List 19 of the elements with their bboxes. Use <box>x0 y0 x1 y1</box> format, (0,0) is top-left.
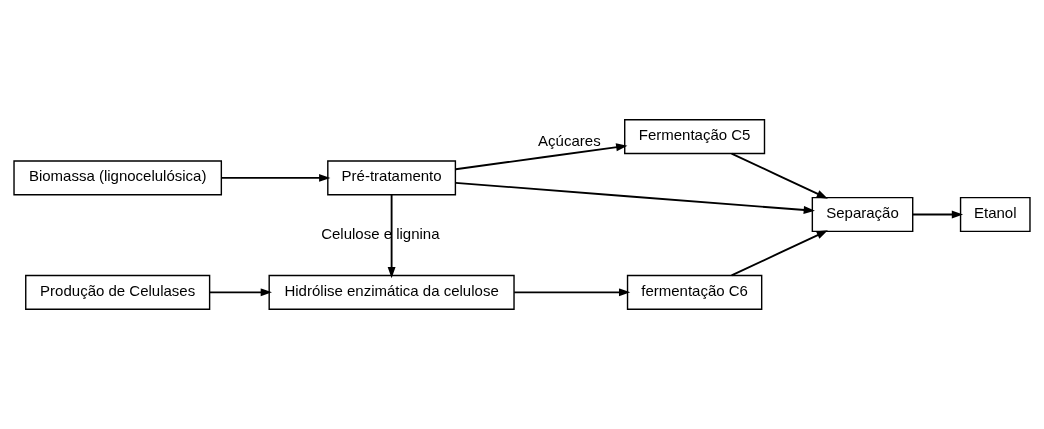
edge-label: Celulose e lignina <box>321 224 440 242</box>
arrow <box>454 143 628 171</box>
arrow <box>220 173 331 182</box>
node-box: Separação <box>811 196 914 233</box>
arrow <box>209 288 272 297</box>
arrow <box>454 181 815 214</box>
node-box: Produção de Celulases <box>25 274 211 310</box>
arrow <box>730 230 828 277</box>
edge-label: Açúcares <box>538 131 601 149</box>
node-box: Hidrólise enzimática da celulose <box>268 274 515 310</box>
arrow <box>730 152 828 199</box>
node-box: Etanol <box>959 196 1031 233</box>
node-box: fermentação C6 <box>626 274 763 310</box>
node-box: Biomassa (lignocelulósica) <box>13 160 223 196</box>
arrow <box>387 193 396 279</box>
node-box: Fermentação C5 <box>624 119 766 155</box>
node-box: Pré-tratamento <box>327 160 457 196</box>
arrow <box>912 210 964 219</box>
arrow <box>513 288 631 297</box>
